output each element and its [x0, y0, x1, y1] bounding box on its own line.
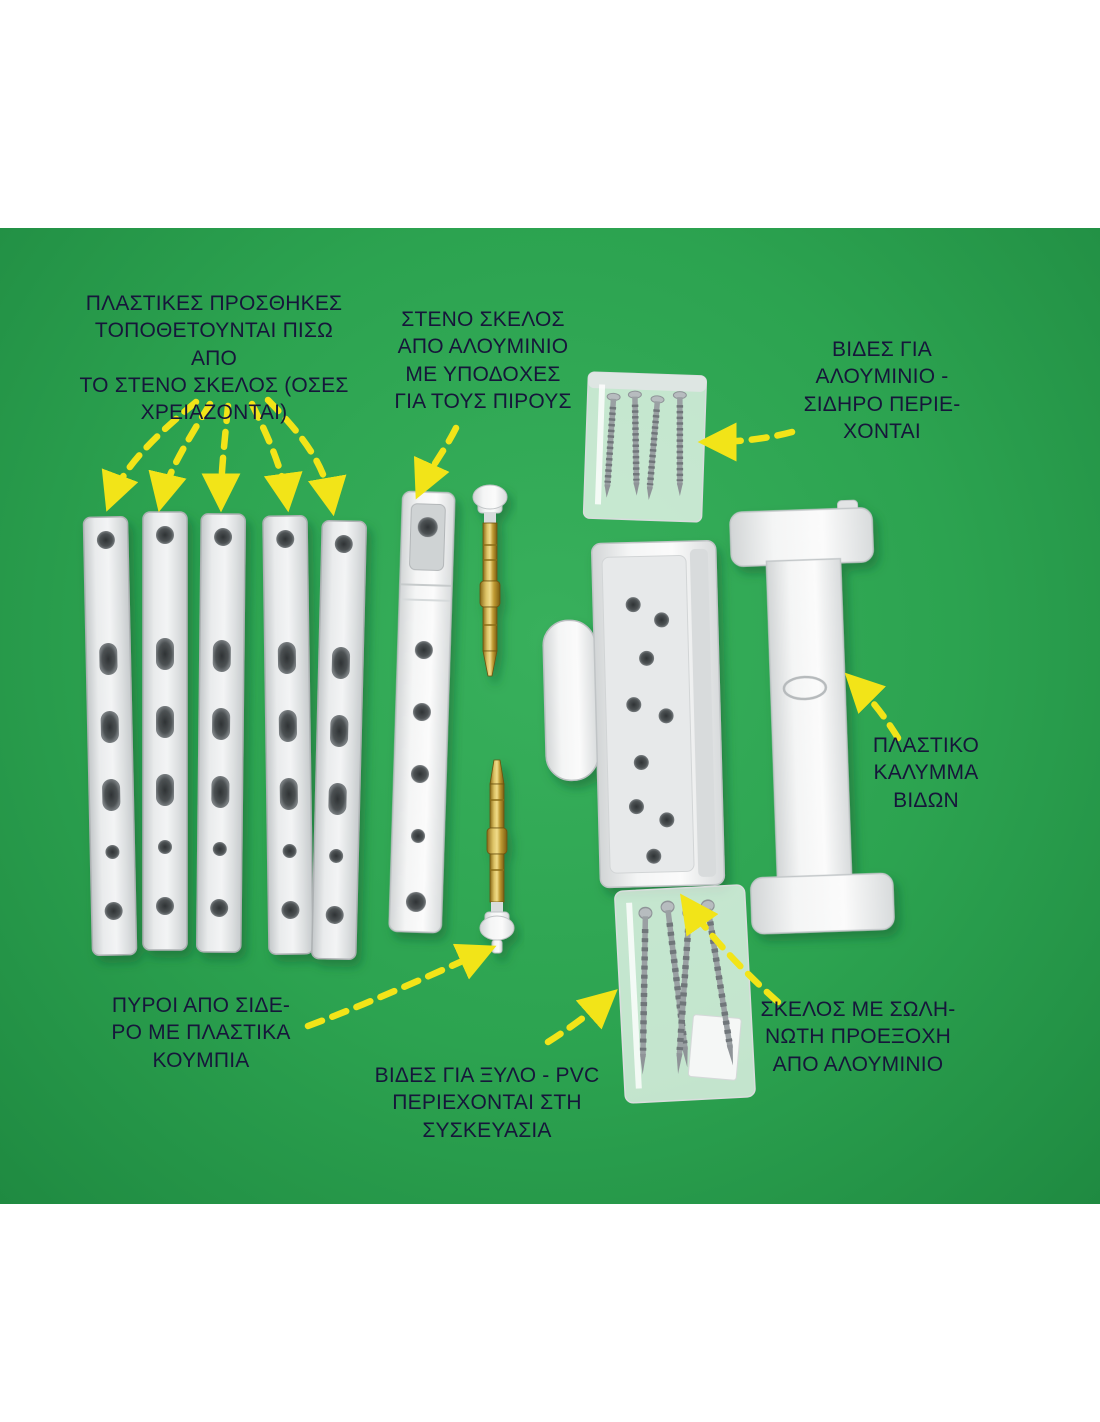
plastic-shim-strips [82, 511, 368, 961]
label-screws-wood: ΒΙΔΕΣ ΓΙΑ ΞΥΛΟ - PVC ΠΕΡΙΕΧΟΝΤΑΙ ΣΤΗ ΣΥΣ… [374, 1064, 600, 1142]
arrow-to-strip-3 [201, 402, 241, 513]
arrow-to-metal-screws [697, 422, 796, 462]
label-screws-metal: ΒΙΔΕΣ ΓΙΑ ΑΛΟΥΜΙΝΙΟ - ΣΙΔΗΡΟ ΠΕΡΙΕ- ΧΟΝΤ… [803, 338, 961, 443]
label-tubular-leg: ΣΚΕΛΟΣ ΜΕ ΣΩΛΗ- ΝΩΤΗ ΠΡΟΕΞΟΧΗ ΑΠΟ ΑΛΟΥΜΙ… [760, 998, 956, 1076]
arrow-to-strip-5 [264, 396, 347, 517]
label-narrow-leg: ΣΤΕΝΟ ΣΚΕΛΟΣ ΑΠΟ ΑΛΟΥΜΙΝΙΟ ΜΕ ΥΠΟΔΟΧΕΣ Γ… [394, 308, 572, 413]
annotation-arrows [101, 396, 902, 1046]
screw-bag-wood [614, 884, 756, 1104]
brand-logo-emboss [782, 675, 828, 701]
pin-bottom [479, 759, 515, 954]
label-pins: ΠΥΡΟΙ ΑΠΟ ΣΙΔΕ- ΡΟ ΜΕ ΠΛΑΣΤΙΚΑ ΚΟΥΜΠΙΑ [111, 994, 291, 1072]
screw-bag-metal [582, 371, 708, 523]
pin-top [472, 484, 508, 677]
arrow-to-narrow-leg [413, 424, 460, 500]
tubular-leg [542, 539, 726, 889]
label-plastic-inserts: ΠΛΑΣΤΙΚΕΣ ΠΡΟΣΘΗΚΕΣ ΤΟΠΟΘΕΤΟΥΝΤΑΙ ΠΙΣΩ Α… [79, 292, 349, 425]
arrow-to-pins [304, 943, 497, 1030]
arrow-to-wood-screws [544, 989, 618, 1046]
arrow-to-strip-1 [101, 398, 200, 512]
plastic-screw-cover [729, 499, 895, 935]
arrow-to-cover [844, 672, 902, 742]
label-plastic-cover: ΠΛΑΣΤΙΚΟ ΚΑΛΥΜΜΑ ΒΙΔΩΝ [872, 734, 980, 812]
arrow-to-strip-2 [148, 400, 214, 513]
narrow-aluminium-leg [388, 490, 456, 934]
arrow-to-strip-4 [248, 400, 303, 513]
arrow-to-tubular-leg [680, 893, 782, 1006]
